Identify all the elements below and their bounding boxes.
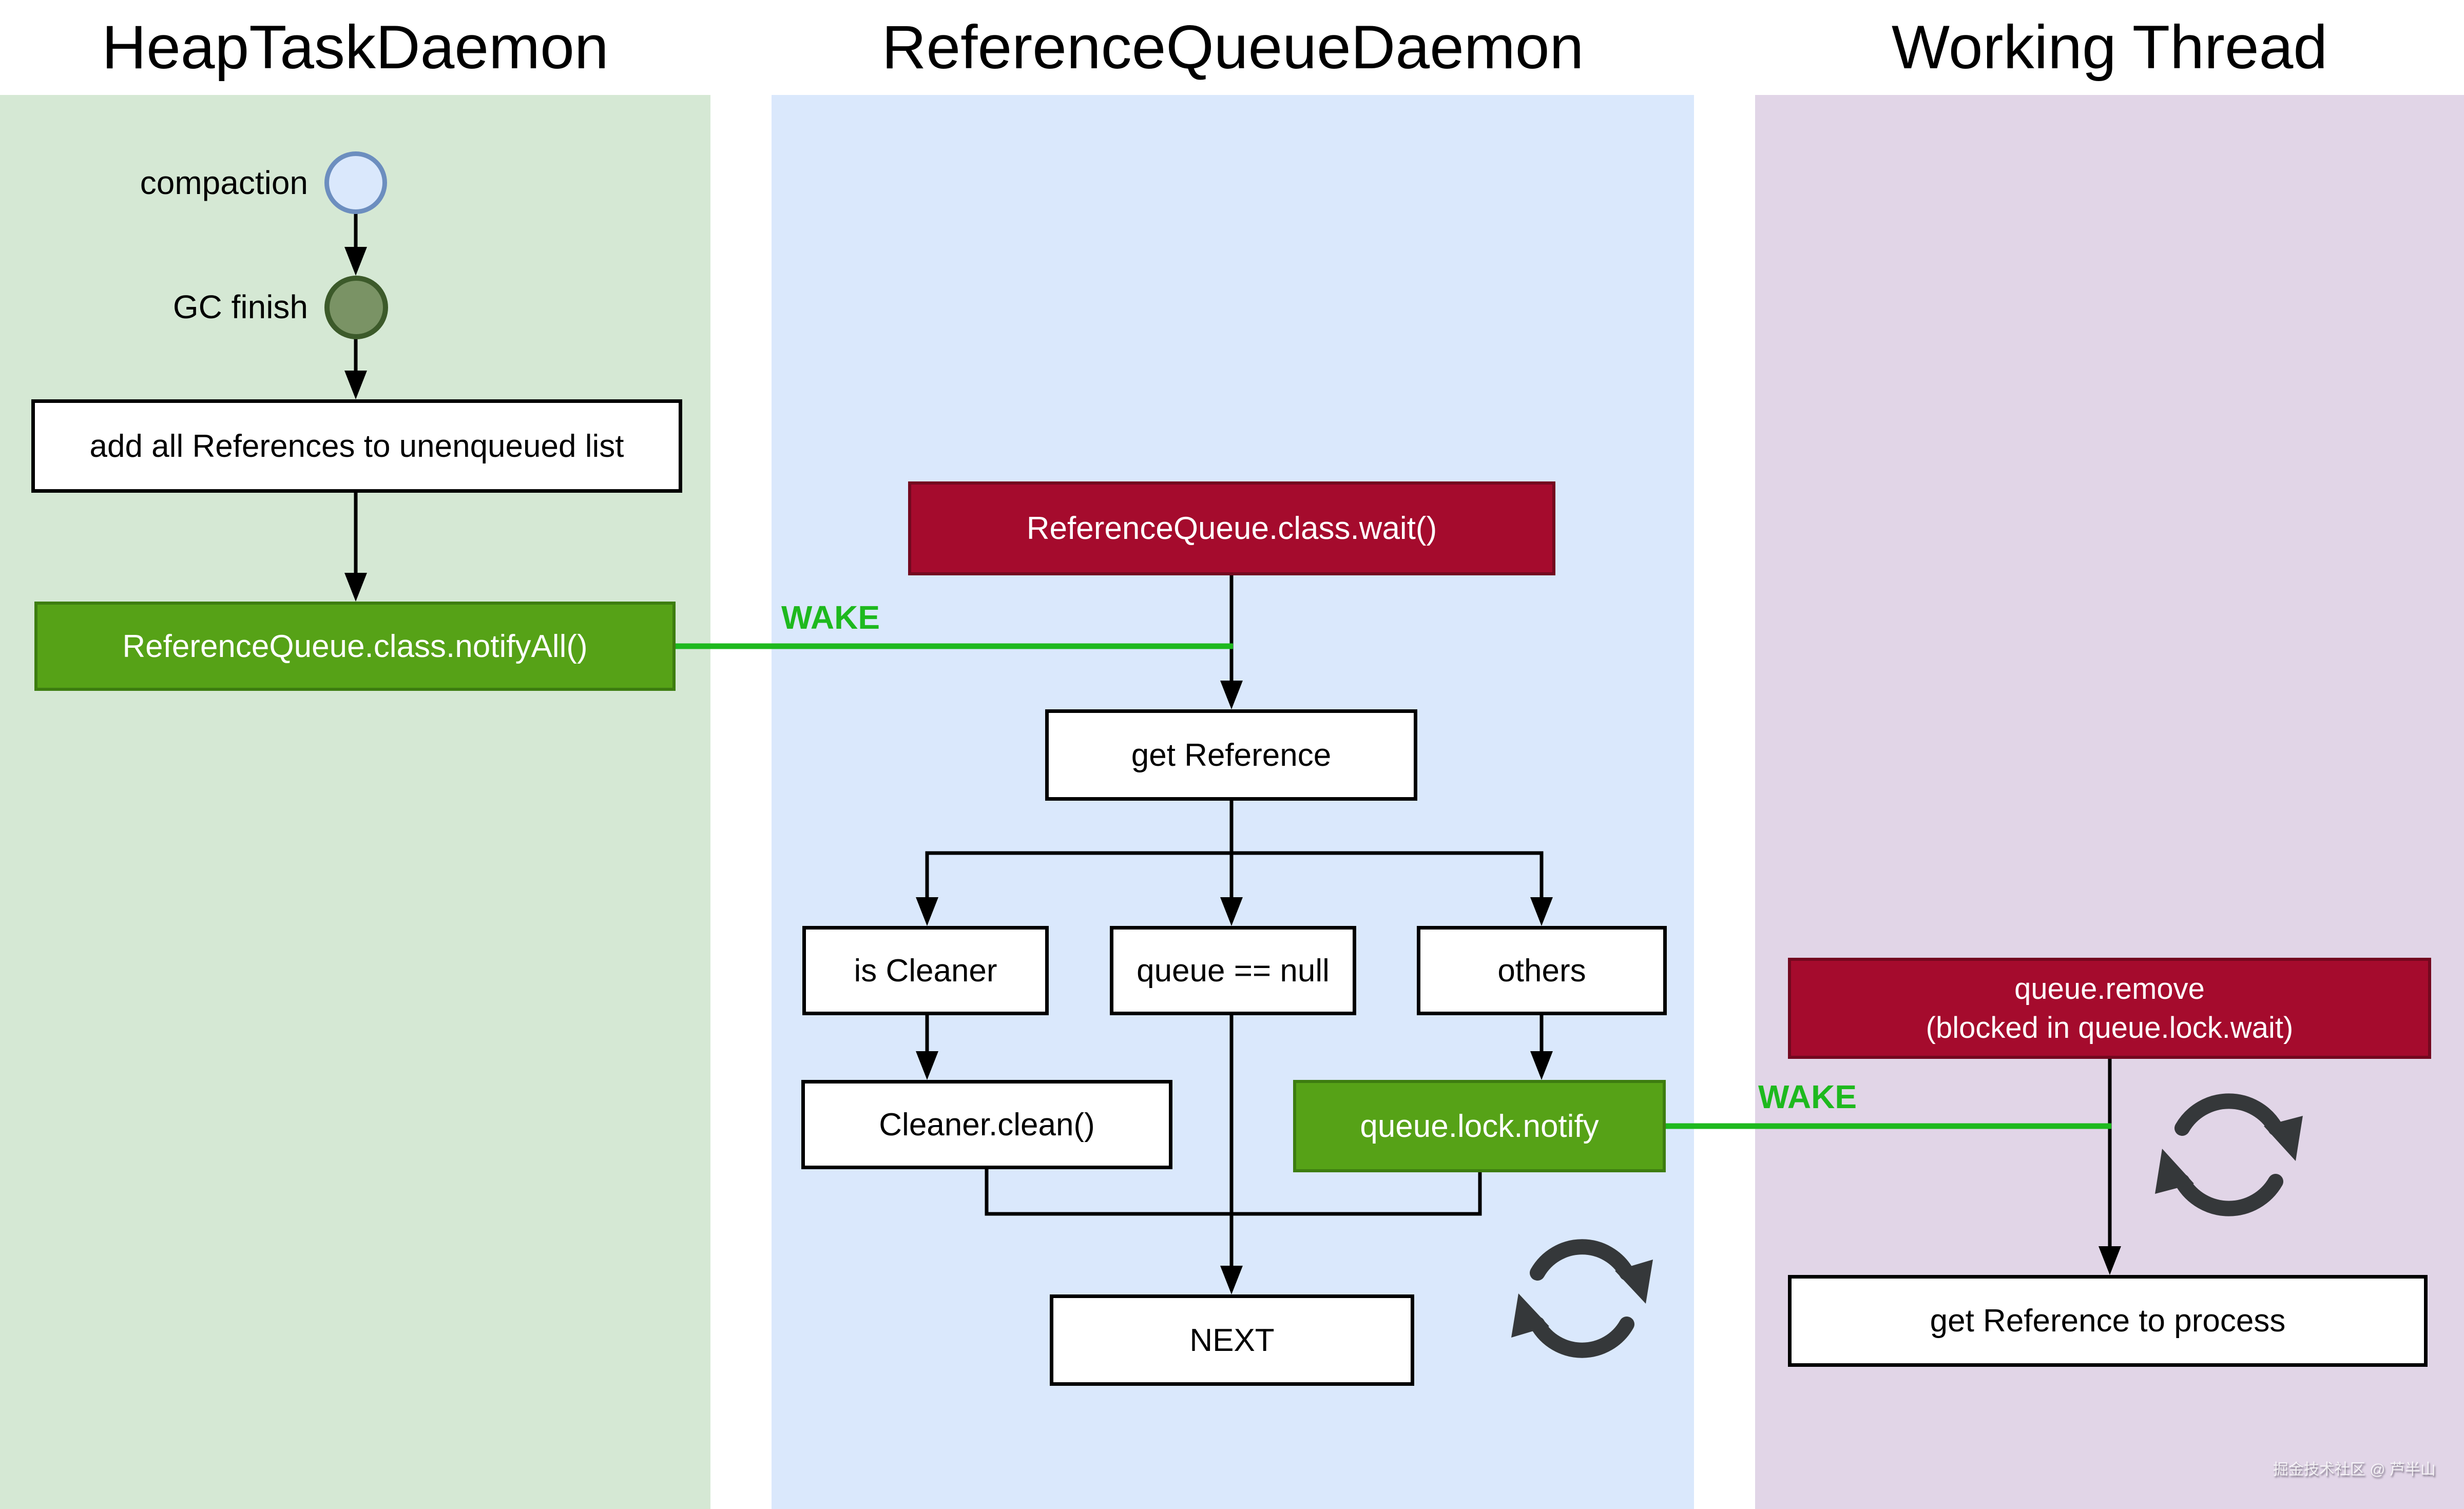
- node-refqueue-wait: ReferenceQueue.class.wait(): [908, 481, 1555, 575]
- loop-cycle-arrowheads: [1511, 1116, 2303, 1338]
- arrowhead-to-next: [1220, 1266, 1243, 1294]
- arrowhead-to-iscleaner: [916, 897, 938, 926]
- node-cleaner-clean: Cleaner.clean(): [801, 1080, 1172, 1169]
- arrowhead-to-gc: [344, 247, 367, 276]
- gc-finish-label: GC finish: [172, 288, 308, 325]
- node-others: others: [1417, 926, 1667, 1015]
- cycle-arrows-icon-working: [2174, 1093, 2283, 1136]
- arrowheads: [344, 247, 2121, 1294]
- cycle-arrows-icon-working: [2174, 1174, 2283, 1216]
- node-is-cleaner: is Cleaner: [802, 926, 1049, 1015]
- node-get-reference: get Reference: [1045, 709, 1417, 801]
- queue-remove-line1: queue.remove: [2014, 972, 2205, 1005]
- arrowhead-to-addrefs: [344, 371, 367, 399]
- node-notify-all: ReferenceQueue.class.notifyAll(): [34, 602, 676, 691]
- arrowhead-to-queue-null: [1220, 897, 1243, 926]
- compaction-label: compaction: [140, 164, 308, 201]
- node-add-references: add all References to unenqueued list: [31, 399, 682, 493]
- node-next: NEXT: [1050, 1294, 1414, 1386]
- loop-cycle-icons: [1530, 1093, 2283, 1358]
- watermark: 掘金技术社区 @ 芦半山: [2273, 1461, 2436, 1478]
- cycle-arrowhead: [1615, 1260, 1653, 1304]
- wake-signal-lines: [676, 643, 2111, 1129]
- heap-task-daemon-title: HeapTaskDaemon: [102, 13, 609, 82]
- cycle-arrowhead: [1511, 1293, 1549, 1338]
- arrowhead-to-notifyall: [344, 573, 367, 602]
- arrowhead-to-clean: [916, 1051, 938, 1080]
- wake-label-1: WAKE: [781, 599, 880, 636]
- cycle-arrowhead: [2264, 1116, 2303, 1161]
- node-queue-lock-notify: queue.lock.notify: [1293, 1080, 1666, 1172]
- arrowhead-to-getref: [1220, 681, 1243, 709]
- compaction-state-circle: [324, 151, 387, 214]
- cycle-arrows-icon-refqueue: [1530, 1317, 1634, 1358]
- node-queue-remove: queue.remove (blocked in queue.lock.wait…: [1788, 958, 2431, 1059]
- wake-label-2: WAKE: [1758, 1078, 1857, 1115]
- cycle-arrowhead: [2155, 1149, 2194, 1194]
- node-get-reference-to-process: get Reference to process: [1788, 1275, 2428, 1367]
- arrowhead-to-locknotify: [1530, 1051, 1553, 1080]
- cycle-arrows-icon-refqueue: [1530, 1239, 1634, 1281]
- gc-finish-state-circle: [324, 276, 388, 339]
- reference-queue-daemon-title: ReferenceQueueDaemon: [881, 13, 1584, 82]
- arrowhead-to-others: [1530, 897, 1553, 926]
- black-connector-lines: [354, 212, 2112, 1268]
- node-queue-null: queue == null: [1110, 926, 1356, 1015]
- working-thread-title: Working Thread: [1891, 13, 2328, 82]
- queue-remove-line2: (blocked in queue.lock.wait): [1926, 1011, 2294, 1044]
- arrowhead-to-getrefproc: [2099, 1246, 2121, 1275]
